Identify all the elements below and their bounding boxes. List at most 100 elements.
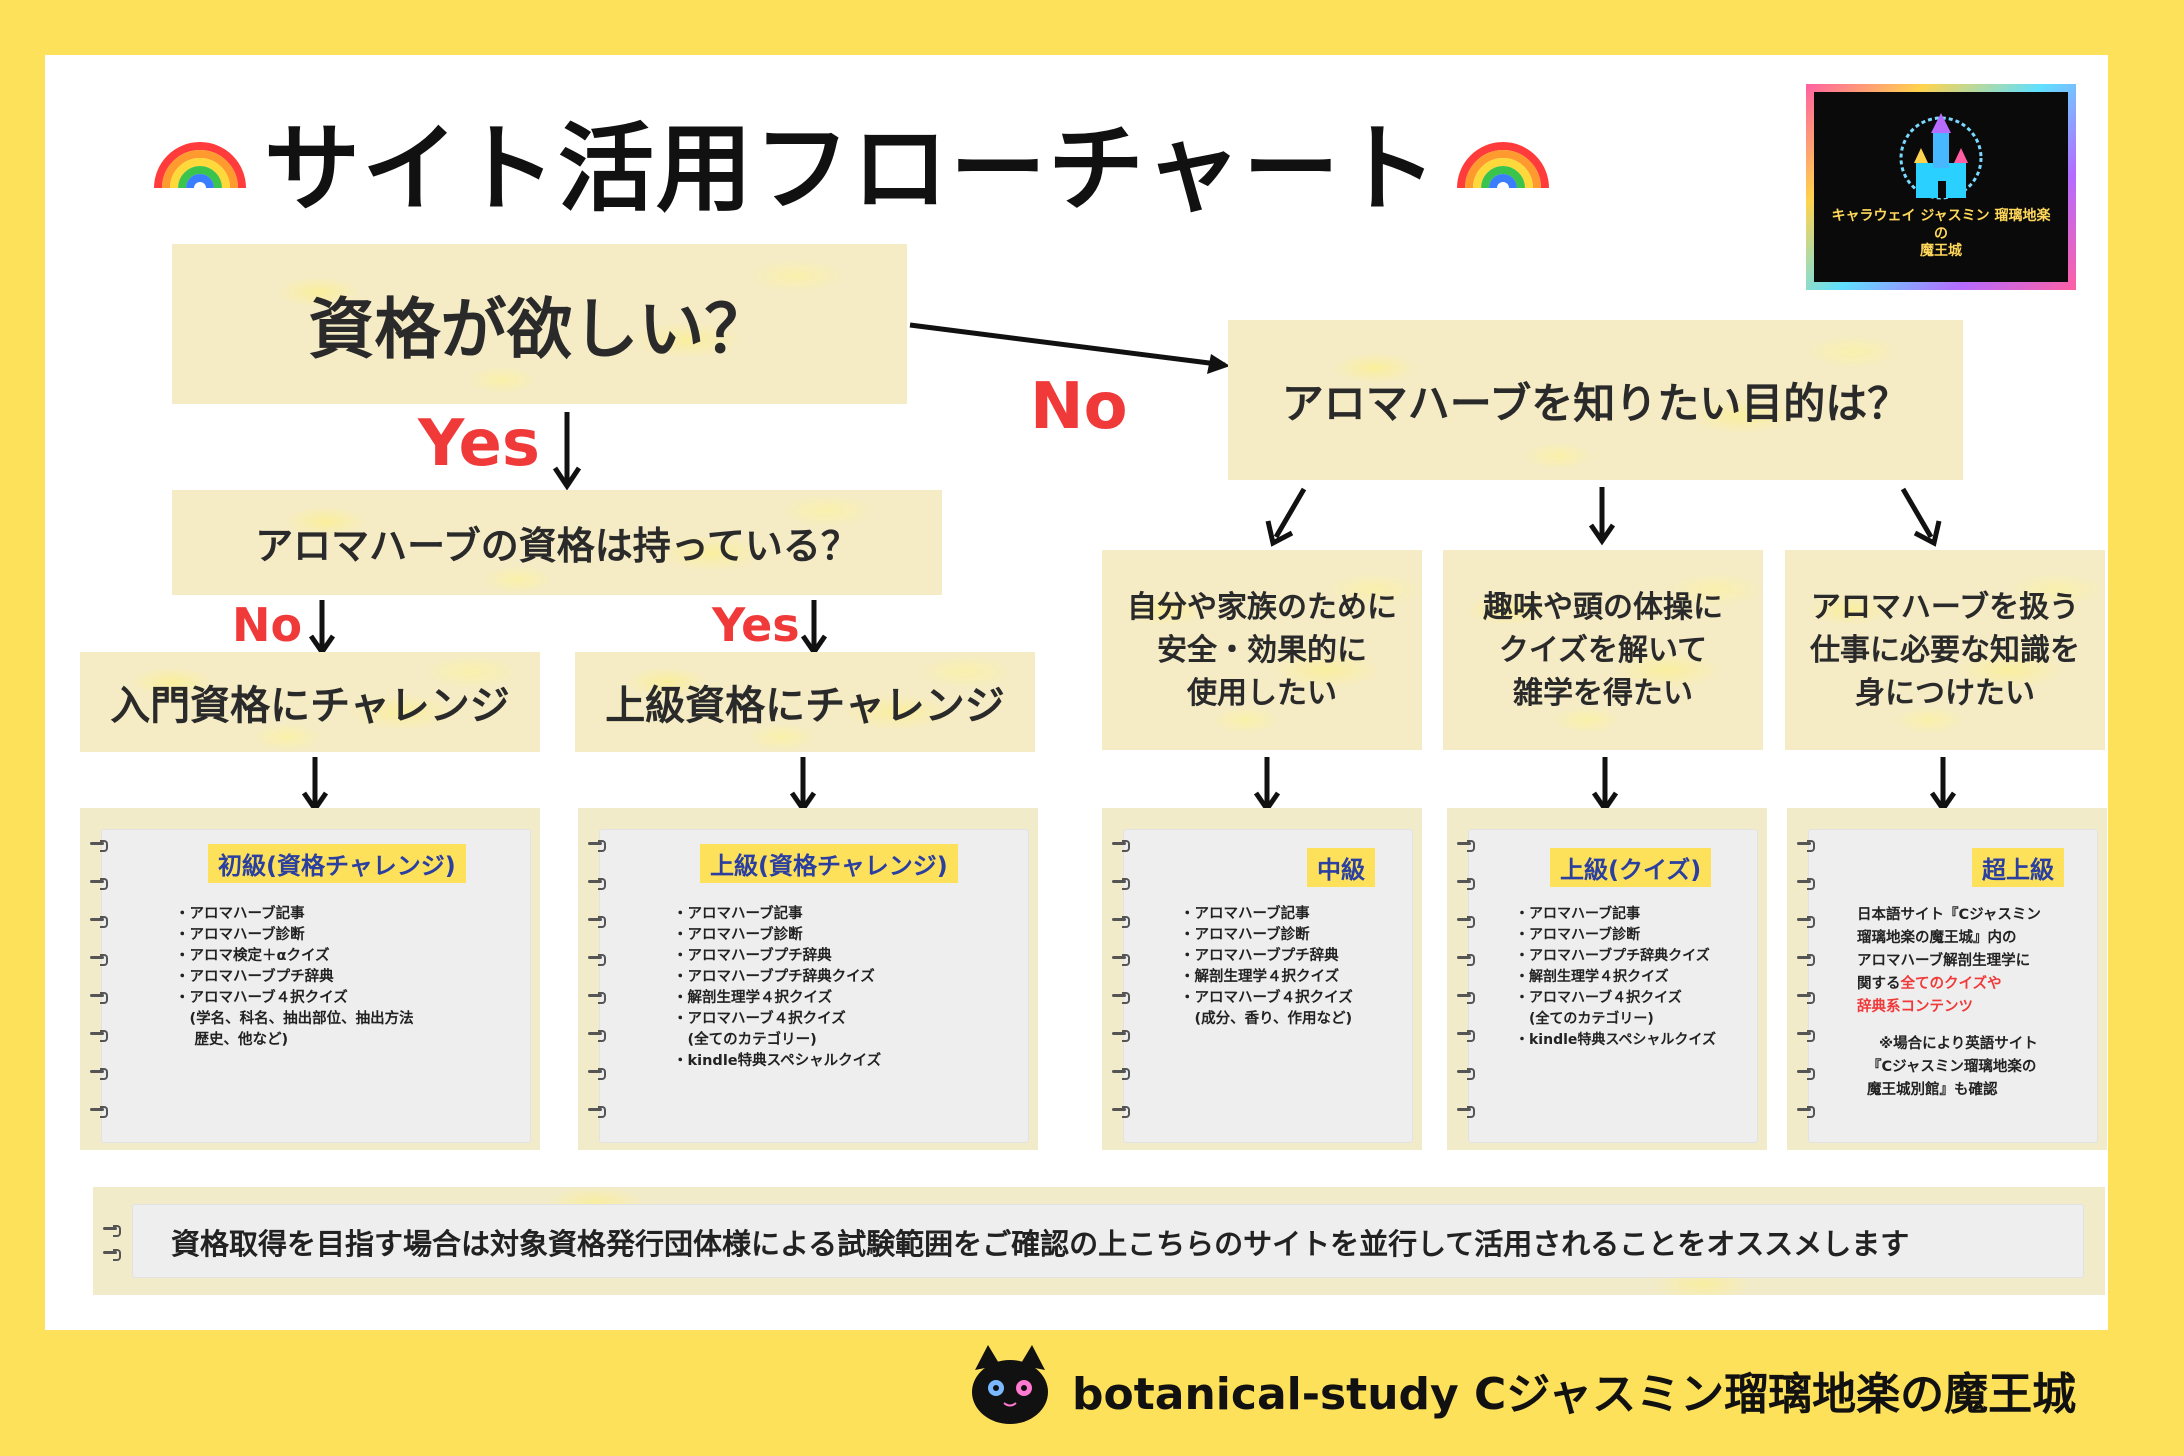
list-item: ・アロマハーブプチ辞典 (175, 969, 334, 985)
purpose-line: クイズを解いて (1498, 632, 1708, 668)
page-title: サイト活用フローチャート (150, 95, 1553, 225)
challenge-text: 入門資格にチャレンジ (110, 683, 510, 729)
level-label: 上級(クイズ) (1550, 848, 1712, 887)
question-have-qualification: アロマハーブの資格は持っている？ (172, 490, 942, 595)
ring-icon (90, 954, 112, 966)
question-purpose: アロマハーブを知りたい目的は？ (1228, 320, 1963, 480)
site-logo[interactable]: キャラウェイ ジャスミン 瑠璃地楽 の 魔王城 (1806, 84, 2076, 290)
ring-icon (588, 992, 610, 1004)
arrow-down-icon (552, 412, 582, 491)
highlight-text: 全てのクイズや (1900, 976, 2002, 992)
ring-icon (588, 878, 610, 890)
arrow-down-icon (1265, 487, 1307, 547)
list-item: ・アロマハーブ診断 (175, 927, 305, 943)
arrow-down-icon (789, 757, 817, 814)
ring-icon (90, 1106, 112, 1118)
list-note: 『Cジャスミン瑠璃地楽の (1867, 1059, 2037, 1075)
ring-icon (1797, 916, 1819, 928)
intro-challenge-box: 入門資格にチャレンジ (80, 652, 540, 752)
notebook-advanced-qualification: 上級(資格チャレンジ) ・アロマハーブ記事 ・アロマハーブ診断 ・アロマハーブプ… (578, 808, 1038, 1150)
ring-icon (90, 992, 112, 1004)
purpose-line: 自分や家族のために (1127, 589, 1397, 625)
question-want-qualification: 資格が欲しい？ (172, 244, 907, 404)
ring-icon (588, 1106, 610, 1118)
list-item: アロマハーブ解剖生理学に (1857, 953, 2031, 969)
ring-icon (1112, 840, 1134, 852)
purpose-line: 身につけたい (1855, 675, 2035, 711)
highlight-text: 辞典系コンテンツ (1857, 999, 1973, 1015)
ring-icon (1112, 878, 1134, 890)
list-item: ・解剖生理学４択クイズ (1180, 969, 1340, 985)
list-item: 歴史、他など) (175, 1032, 289, 1048)
level-label: 初級(資格チャレンジ) (208, 844, 466, 883)
ring-icon (1457, 1030, 1479, 1042)
ring-icon (1797, 992, 1819, 1004)
purpose-line: 安全・効果的に (1157, 632, 1367, 668)
list-item: ・アロマハーブプチ辞典クイズ (1515, 948, 1710, 964)
notebook-expert: 超上級 日本語サイト『Cジャスミン 瑠璃地楽の魔王城』内の アロマハーブ解剖生理… (1787, 808, 2107, 1150)
ring-icon (1457, 1068, 1479, 1080)
list-item: ・アロマハーブ診断 (1180, 927, 1310, 943)
ring-icon (103, 1225, 125, 1237)
ring-icon (1797, 878, 1819, 890)
list-item: 日本語サイト『Cジャスミン (1857, 907, 2041, 923)
level-label: 超上級 (1972, 848, 2064, 887)
list-item: ・アロマハーブ４択クイズ (673, 1011, 846, 1027)
ring-icon (90, 1068, 112, 1080)
purpose-line: アロマハーブを扱う (1810, 589, 2080, 625)
black-cat-icon (972, 1345, 1048, 1424)
list-item: ・アロマハーブ診断 (673, 927, 803, 943)
arrow-down-icon (1591, 757, 1619, 814)
ring-icon (1457, 1106, 1479, 1118)
purpose-line: 使用したい (1187, 675, 1337, 711)
ring-icon (1457, 992, 1479, 1004)
bottom-note-text: 資格取得を目指す場合は対象資格発行団体様による試験範囲をご確認の上こちらのサイト… (171, 1227, 1910, 1261)
logo-text-2: の (1934, 225, 1948, 242)
ring-icon (1112, 916, 1134, 928)
title-text: サイト活用フローチャート (264, 112, 1440, 225)
list-item: (成分、香り、作用など) (1180, 1011, 1353, 1027)
content-list: ・アロマハーブ記事 ・アロマハーブ診断 ・アロマハーブプチ辞典 ・アロマハーブプ… (673, 904, 881, 1072)
purpose-box-hobby: 趣味や頭の体操に クイズを解いて 雑学を得たい (1443, 550, 1763, 750)
list-item: ・アロマハーブ４択クイズ (1515, 990, 1682, 1006)
list-item: (全てのカテゴリー) (673, 1032, 817, 1048)
list-note: ※場合により英語サイト (1879, 1036, 2038, 1052)
arrow-down-icon (1929, 757, 1957, 814)
ring-icon (588, 1068, 610, 1080)
list-item: ・アロマハーブ記事 (175, 906, 305, 922)
list-item: ・アロマハーブ記事 (1515, 906, 1641, 922)
ring-icon (1112, 1068, 1134, 1080)
list-item: ・解剖生理学４択クイズ (1515, 969, 1669, 985)
list-item: ・kindle特典スペシャルクイズ (673, 1053, 882, 1069)
question-text: 資格が欲しい？ (308, 291, 771, 368)
arrow-down-icon (800, 600, 828, 657)
list-item: ・アロマハーブ記事 (1180, 906, 1310, 922)
yes-label: Yes (418, 407, 540, 481)
bottom-note: 資格取得を目指す場合は対象資格発行団体様による試験範囲をご確認の上こちらのサイト… (93, 1187, 2105, 1295)
level-label: 上級(資格チャレンジ) (700, 844, 958, 883)
arrow-down-icon (1253, 757, 1281, 814)
list-item: ・アロマ検定＋αクイズ (175, 948, 330, 964)
list-item: (学名、科名、抽出部位、抽出方法 (175, 1011, 414, 1027)
challenge-text: 上級資格にチャレンジ (605, 683, 1005, 729)
footer-text: botanical-study Cジャスミン瑠璃地楽の魔王城 (1072, 1369, 2077, 1420)
notebook-intermediate: 中級 ・アロマハーブ記事 ・アロマハーブ診断 ・アロマハーブプチ辞典 ・解剖生理… (1102, 808, 1422, 1150)
content-list: ・アロマハーブ記事 ・アロマハーブ診断 ・アロマハーブプチ辞典 ・解剖生理学４択… (1180, 904, 1353, 1030)
ring-icon (1457, 916, 1479, 928)
note-sheet (133, 1205, 2083, 1277)
ring-icon (1457, 954, 1479, 966)
list-item: (全てのカテゴリー) (1515, 1011, 1654, 1027)
castle-icon (1899, 113, 1983, 200)
list-note: 魔王城別館』も確認 (1867, 1082, 1998, 1098)
advanced-challenge-box: 上級資格にチャレンジ (575, 652, 1035, 752)
ring-icon (103, 1249, 125, 1261)
rainbow-icon (154, 142, 246, 189)
list-item: ・アロマハーブ診断 (1515, 927, 1641, 943)
list-item: 瑠璃地楽の魔王城』内の (1857, 930, 2017, 946)
yes-label: Yes (712, 598, 800, 652)
list-item: ・アロマハーブ記事 (673, 906, 803, 922)
rainbow-icon (1457, 142, 1550, 189)
list-item: 関する全てのクイズや (1857, 973, 2041, 996)
ring-icon (1797, 840, 1819, 852)
content-list: ・アロマハーブ記事 ・アロマハーブ診断 ・アロマ検定＋αクイズ ・アロマハーブプ… (175, 904, 414, 1051)
